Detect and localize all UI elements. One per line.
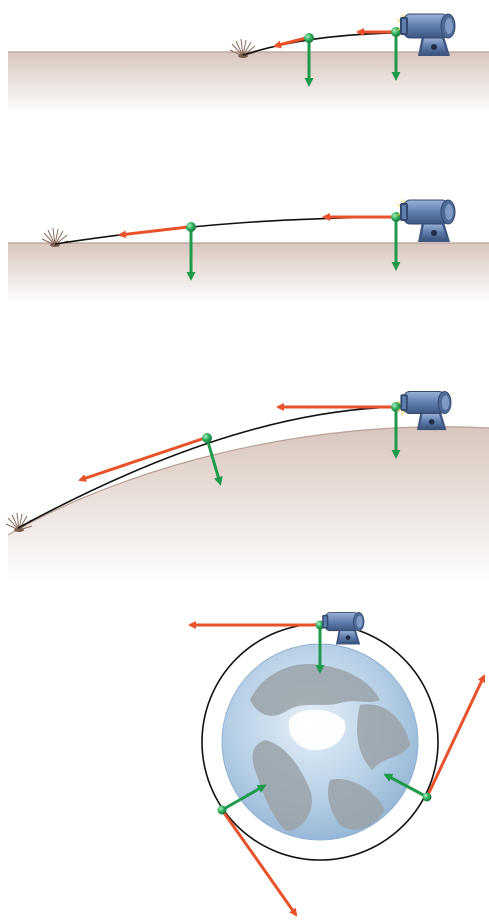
panel-2 <box>8 198 489 303</box>
trajectory-3 <box>17 406 396 529</box>
projectile-4b <box>422 792 432 802</box>
panel-1 <box>8 13 489 114</box>
projectile-4c <box>217 805 227 815</box>
cannon-icon <box>400 391 452 431</box>
ground-1 <box>8 52 489 114</box>
velocity-arrow-3b <box>78 436 206 482</box>
panel-3 <box>5 391 489 585</box>
earth-globe-icon <box>221 643 419 841</box>
velocity-arrow-4c <box>220 809 298 917</box>
projectile-3a <box>391 402 401 412</box>
ground-3 <box>8 426 489 585</box>
panel-4 <box>188 612 486 917</box>
cannon-icon <box>322 612 365 645</box>
velocity-arrow-2b <box>118 225 189 239</box>
cannon-icon <box>400 199 456 243</box>
projectile-3b <box>202 433 212 443</box>
projectile-1b <box>304 33 314 43</box>
gravity-arrow-3b <box>206 441 223 486</box>
gravity-arrow-4c <box>221 784 267 812</box>
trajectory-1 <box>242 32 396 56</box>
gravity-arrow-4b <box>383 773 428 799</box>
cannon-icon <box>400 13 456 57</box>
trajectory-2 <box>54 216 396 245</box>
velocity-arrow-4b <box>425 674 486 798</box>
projectile-2b <box>186 222 196 232</box>
ground-2 <box>8 243 489 303</box>
velocity-arrow-1b <box>273 36 307 49</box>
